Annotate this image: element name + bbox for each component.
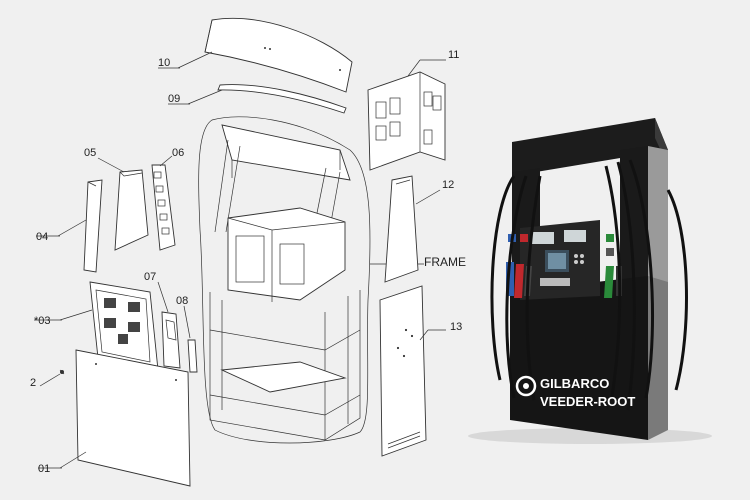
callout-06: 06 [172, 147, 184, 159]
part-12-side-panel [384, 175, 419, 283]
part-09-trim [217, 84, 347, 114]
callout-13: 13 [450, 321, 462, 333]
callout-10: 10 [158, 57, 170, 69]
part-03-bezel [89, 281, 159, 371]
part-05-side-panel [114, 169, 149, 251]
callout-frame: FRAME [424, 255, 466, 269]
part-07-nozzle-boot [161, 311, 181, 369]
callout-2: 2 [30, 377, 36, 389]
callout-12: 12 [442, 179, 454, 191]
callout-09: 09 [168, 93, 180, 105]
brand-line-2: VEEDER-ROOT [540, 394, 635, 409]
callout-01: 01 [38, 463, 50, 475]
fuel-dispenser-render: GILBARCO VEEDER-ROOT [468, 118, 712, 444]
callout-04: 04 [36, 231, 48, 243]
brand-line-1: GILBARCO [540, 376, 609, 391]
part-06-nozzle-holder [151, 164, 176, 251]
part-10-canopy [204, 17, 353, 93]
part-2-screw [59, 369, 65, 375]
callout-03: *03 [34, 315, 51, 327]
part-04-side-trim [83, 179, 103, 273]
callout-08: 08 [176, 295, 188, 307]
part-01-door [75, 349, 191, 487]
callout-07: 07 [144, 271, 156, 283]
part-13-panel [379, 285, 427, 457]
frame-assembly [198, 116, 371, 444]
callout-05: 05 [84, 147, 96, 159]
part-08-bracket [187, 339, 198, 373]
part-11-rear-panel [367, 71, 446, 171]
callout-11: 11 [448, 49, 459, 61]
